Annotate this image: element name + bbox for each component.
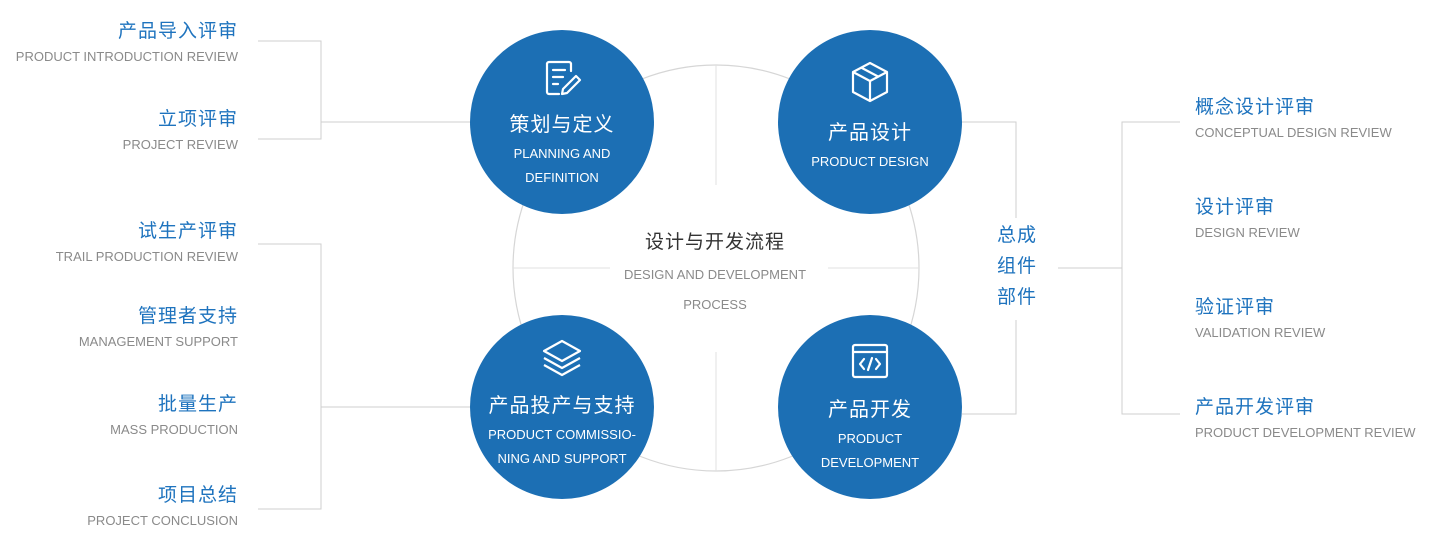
center-subtitle-line-2: PROCESS [683,297,747,312]
circle-title: 产品投产与支持 [488,393,636,417]
layers-icon [540,337,584,381]
circle-product-design: 产品设计 PRODUCT DESIGN [778,30,962,214]
left-label-product-introduction: 产品导入评审 PRODUCT INTRODUCTION REVIEW [8,18,238,67]
mid-line-3: 部件 [996,286,1037,308]
label-cn: 产品导入评审 [117,20,238,42]
right-label-validation-review: 验证评审 VALIDATION REVIEW [1195,294,1425,343]
assembly-component-part-label: 总成 组件 部件 [992,220,1042,313]
center-title: 设计与开发流程 [644,231,785,253]
label-cn: 批量生产 [157,393,238,415]
label-cn: 设计评审 [1195,196,1276,218]
left-label-management-support: 管理者支持 MANAGEMENT SUPPORT [8,303,238,352]
label-en: PRODUCT INTRODUCTION REVIEW [15,49,238,64]
label-cn: 概念设计评审 [1195,96,1316,118]
circle-subtitle: PRODUCT DESIGN [785,150,955,174]
label-en: PRODUCT DEVELOPMENT REVIEW [1195,425,1416,440]
circle-subtitle: PRODUCT DEVELOPMENT [785,427,955,475]
left-label-mass-production: 批量生产 MASS PRODUCTION [8,391,238,440]
label-en: TRAIL PRODUCTION REVIEW [55,249,238,264]
circle-title: 策划与定义 [509,112,615,136]
circle-commissioning-support: 产品投产与支持 PRODUCT COMMISSIO- NING AND SUPP… [470,315,654,499]
circle-subtitle-line-1: PRODUCT DESIGN [811,154,929,169]
circle-subtitle-line-1: PRODUCT [837,431,903,446]
circle-product-development: 产品开发 PRODUCT DEVELOPMENT [778,315,962,499]
cube-icon [849,60,891,104]
left-label-project-review: 立项评审 PROJECT REVIEW [8,106,238,155]
circle-title: 产品开发 [828,397,912,421]
circle-subtitle-line-2: DEVELOPMENT [820,455,920,470]
label-cn: 管理者支持 [137,305,238,327]
label-en: MASS PRODUCTION [110,422,238,437]
circle-subtitle-line-1: PLANNING AND [513,146,611,161]
center-subtitle-line-1: DESIGN AND DEVELOPMENT [623,267,807,282]
label-cn: 立项评审 [157,108,238,130]
label-cn: 项目总结 [157,484,238,506]
label-cn: 试生产评审 [137,220,238,242]
right-label-conceptual-design: 概念设计评审 CONCEPTUAL DESIGN REVIEW [1195,94,1425,143]
label-en: MANAGEMENT SUPPORT [78,334,238,349]
circle-subtitle-line-2: NING AND SUPPORT [497,451,627,466]
label-cn: 验证评审 [1195,296,1276,318]
mid-line-2: 组件 [996,255,1037,277]
circle-subtitle: PRODUCT COMMISSIO- NING AND SUPPORT [477,423,647,471]
center-subtitle: DESIGN AND DEVELOPMENT PROCESS [600,260,830,320]
center-title-block: 设计与开发流程 DESIGN AND DEVELOPMENT PROCESS [600,228,830,320]
circle-subtitle-line-2: DEFINITION [525,170,599,185]
circle-subtitle: PLANNING AND DEFINITION [477,142,647,190]
label-cn: 产品开发评审 [1195,396,1316,418]
label-en: VALIDATION REVIEW [1195,325,1326,340]
mid-line-1: 总成 [996,224,1037,246]
right-label-design-review: 设计评审 DESIGN REVIEW [1195,194,1425,243]
label-en: PROJECT CONCLUSION [87,513,238,528]
circle-subtitle-line-1: PRODUCT COMMISSIO- [488,427,636,442]
code-window-icon [850,339,890,383]
label-en: CONCEPTUAL DESIGN REVIEW [1195,125,1392,140]
document-edit-icon [541,56,583,100]
label-en: DESIGN REVIEW [1195,225,1300,240]
left-label-trail-production: 试生产评审 TRAIL PRODUCTION REVIEW [8,218,238,267]
right-label-product-development-review: 产品开发评审 PRODUCT DEVELOPMENT REVIEW [1195,394,1425,443]
circle-title: 产品设计 [828,120,912,144]
circle-planning-definition: 策划与定义 PLANNING AND DEFINITION [470,30,654,214]
label-en: PROJECT REVIEW [122,137,238,152]
left-label-project-conclusion: 项目总结 PROJECT CONCLUSION [8,482,238,531]
